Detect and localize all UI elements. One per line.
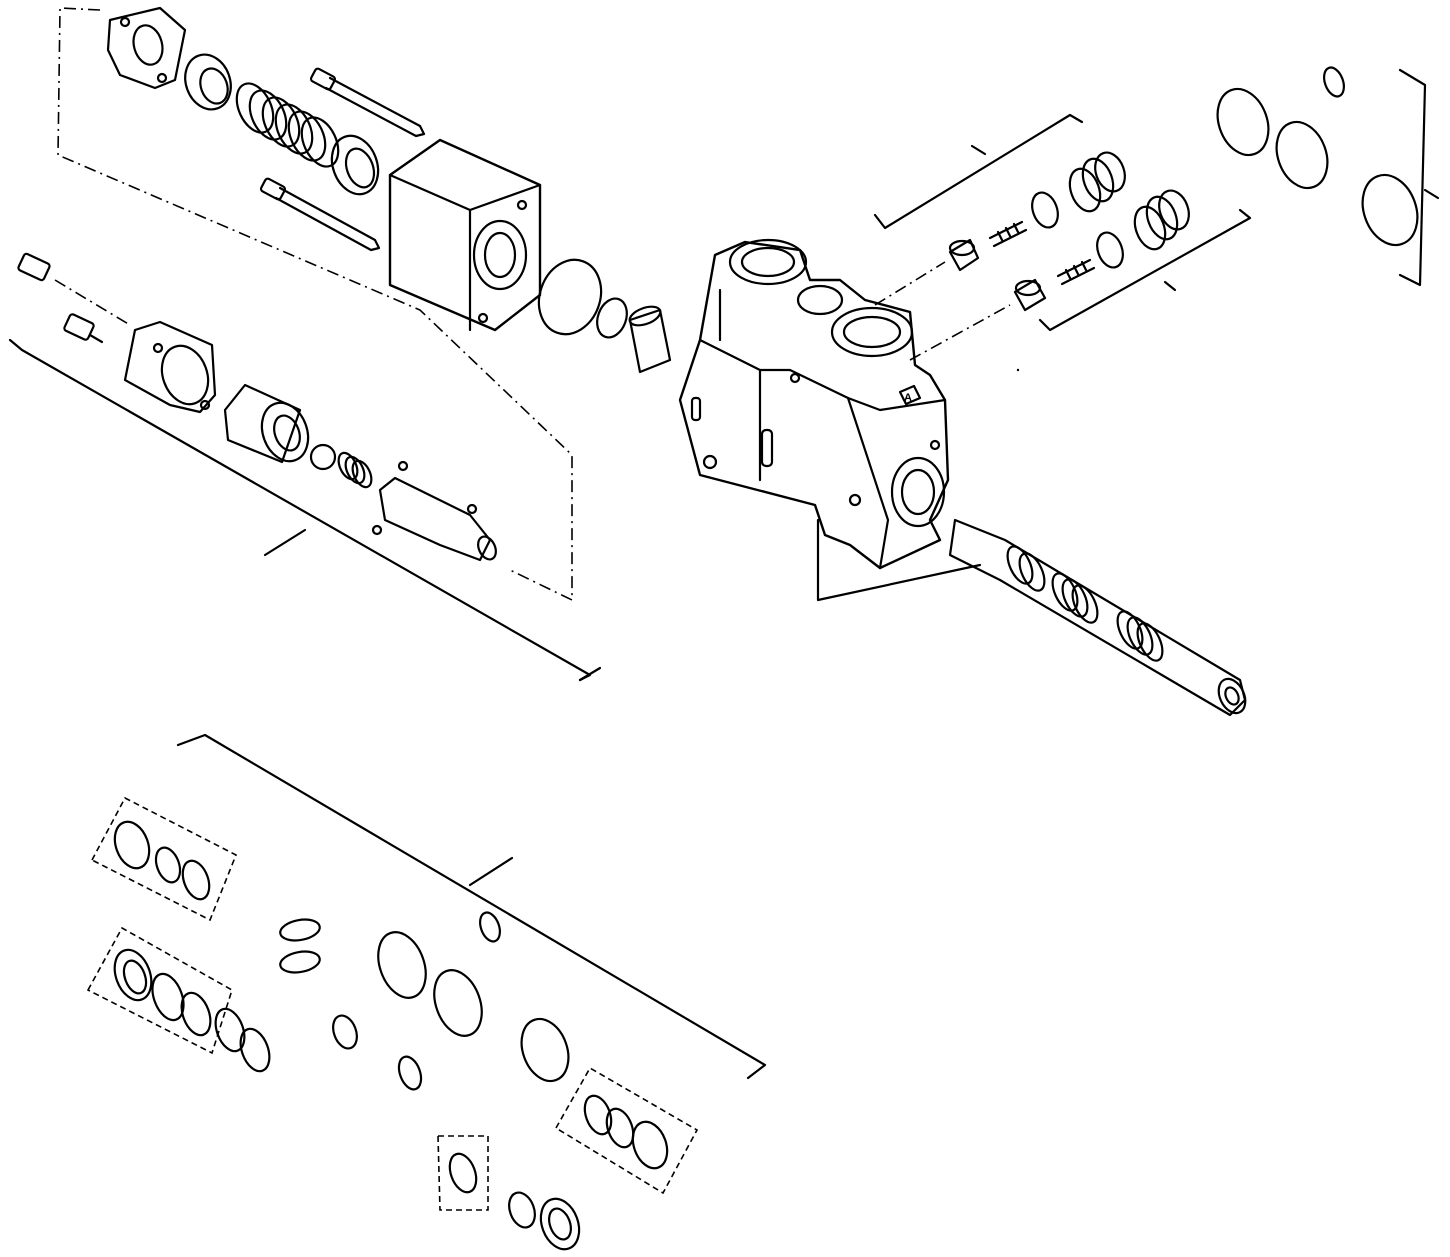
o-ring-far-3 — [1323, 66, 1345, 98]
seal-group-3 — [554, 1066, 699, 1195]
seal-o-rings-loose — [214, 911, 570, 1091]
check-plug-lower — [1013, 278, 1047, 312]
seal-group-2 — [86, 926, 233, 1055]
sleeve — [330, 134, 380, 196]
check-plug-upper — [948, 238, 980, 272]
check-cap-upper — [1068, 151, 1126, 213]
group-bracket-left — [8, 338, 592, 682]
port-marker-label: A — [904, 392, 912, 404]
poppet-stem — [371, 460, 497, 562]
seal-dust-wiper — [508, 1191, 581, 1251]
long-bolt-lower — [259, 177, 381, 252]
port-marker: A — [898, 384, 922, 406]
spring — [235, 82, 340, 168]
assembly-frame — [57, 7, 573, 602]
seal-ring — [184, 53, 232, 111]
o-ring-check-upper — [1031, 191, 1059, 229]
o-ring-large — [537, 258, 603, 336]
upper-right-assembly — [873, 66, 1440, 361]
o-ring-far-4 — [1361, 173, 1419, 247]
spool-lands — [1006, 545, 1164, 662]
check-spring-lower — [1056, 258, 1096, 286]
main-valve-body: A — [678, 238, 982, 602]
piston — [223, 383, 310, 464]
check-spring-upper — [988, 220, 1028, 248]
seal-group-1 — [90, 796, 238, 922]
group-bracket-upper — [873, 113, 1084, 230]
cap-screw-2 — [63, 313, 104, 344]
seal-kit — [86, 733, 767, 1251]
cover-flange — [106, 6, 187, 90]
check-ball — [309, 443, 337, 471]
o-ring-check-lower — [1096, 231, 1124, 269]
long-bolt-upper — [309, 67, 426, 138]
bushing — [628, 305, 672, 374]
end-cap — [123, 320, 217, 414]
check-cap-lower — [1133, 189, 1190, 251]
seal-group-4 — [437, 1135, 489, 1211]
group-bracket-far-right — [1398, 68, 1427, 287]
small-spring — [337, 451, 373, 489]
seal-kit-bracket — [176, 733, 767, 1080]
o-ring-far-1 — [1216, 87, 1270, 157]
housing-block — [388, 138, 542, 332]
o-ring-far-2 — [1275, 120, 1329, 190]
cap-screw-1 — [17, 252, 131, 326]
spool — [948, 518, 1247, 717]
group-bracket-lower — [1038, 208, 1252, 332]
upper-left-assembly — [8, 6, 672, 682]
o-ring-small — [596, 297, 628, 339]
